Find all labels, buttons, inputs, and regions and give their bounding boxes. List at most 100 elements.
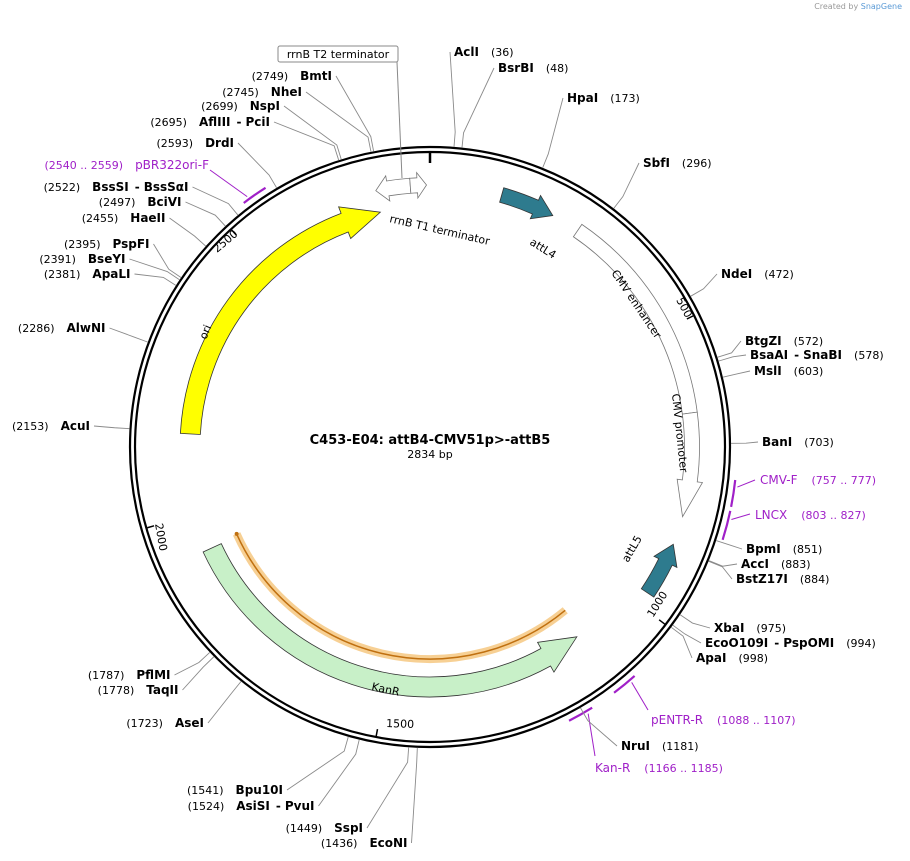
feature-attl5[interactable] [640,543,678,598]
enzyme-name: NheI [271,85,302,99]
primer-name: pBR322ori-F [135,158,209,172]
enzyme-site-taqii[interactable]: (1778) TaqII [98,656,215,697]
enzyme-name-2: PvuI [285,799,315,813]
enzyme-site-alwni[interactable]: (2286)AlwNI [18,321,149,343]
enzyme-site-acui[interactable]: (2153)AcuI [12,419,130,433]
enzyme-name: XbaI [714,621,744,635]
enzyme-site-sbfi[interactable]: SbfI(296) [613,156,712,209]
feature-cmv-promoter[interactable] [676,411,704,518]
enzyme-site-drdi[interactable]: (2593)DrdI [156,136,278,189]
enzyme-label: NruI(1181) [621,739,699,753]
enzyme-site-btgzi[interactable]: BtgZI(572) [717,334,823,358]
enzyme-name: EcoO109I [705,636,768,650]
tick-label: 2500 [211,227,241,255]
feature-rrnb-t2-terminator[interactable] [409,171,428,200]
enzyme-label: (1541)Bpu10I [187,783,283,797]
tick-mark [658,619,666,625]
enzyme-site-hpai[interactable]: HpaI(173) [542,91,640,169]
enzyme-leader [283,105,342,160]
enzyme-site-msli[interactable]: MslI(603) [722,364,823,378]
enzyme-site-acli[interactable]: AclI(36) [449,45,514,147]
enzyme-position: (173) [610,92,640,105]
enzyme-site-bani[interactable]: BanI(703) [730,435,834,449]
feature-cmv-enhancer[interactable] [572,223,698,415]
feature-ori[interactable] [179,206,382,435]
primer-name: LNCX [755,508,787,522]
enzyme-site-afliii[interactable]: (2695)AflIII-PciI [150,115,340,161]
enzyme-site-nhei[interactable]: (2745)NheI [222,85,372,152]
enzyme-position: (975) [756,622,786,635]
primer-label: LNCX(803 .. 827) [755,508,866,522]
enzyme-label: SbfI(296) [643,156,712,170]
enzyme-site-bpmi[interactable]: BpmI(851) [715,540,822,556]
enzyme-site-sspi[interactable]: (1449)SspI [286,747,410,835]
feature-kanr[interactable] [202,543,578,698]
primer-leader [731,513,751,520]
enzyme-site-econi[interactable]: (1436)EcoNI [321,747,418,850]
enzyme-site-nrui[interactable]: NruI(1181) [580,707,699,753]
enzyme-site-nspi[interactable]: (2699)NspI [201,99,342,160]
feature-label-ori: ori [197,323,215,341]
enzyme-leader [580,707,618,747]
primer-kan-r[interactable]: Kan-R(1166 .. 1185) [568,706,723,775]
enzyme-site-bsrbi[interactable]: BsrBI(48) [461,61,568,148]
enzyme-leader [153,243,182,279]
enzyme-leader [708,560,733,580]
primer-pentr-r[interactable]: pENTR-R(1088 .. 1107) [613,675,796,727]
primer-label: CMV-F(757 .. 777) [760,473,876,487]
enzyme-site-bsaai[interactable]: BsaAI-SnaBI(578) [718,348,884,362]
enzyme-site-bseyi[interactable]: (2391)BseYI [39,252,180,281]
enzyme-position: (998) [738,652,768,665]
enzyme-site-bmti[interactable]: (2749)BmtI [252,69,375,152]
primer-cmv-f[interactable]: CMV-F(757 .. 777) [730,473,876,508]
primer-mark [243,186,267,204]
primer-pbr322ori-f[interactable]: (2540 .. 2559)pBR322ori-F [45,158,267,204]
primer-leader [631,682,649,711]
feature-attl4[interactable] [499,187,554,220]
rrnb-t2-callout: rrnB T2 terminator [277,45,403,179]
primer-lncx[interactable]: LNCX(803 .. 827) [721,508,866,541]
callout-box [277,45,399,63]
enzyme-name: NruI [621,739,650,753]
enzyme-site-asisi[interactable]: (1524)AsiSI-PvuI [188,739,360,813]
enzyme-leader [449,51,456,147]
enzyme-name: BpmI [746,542,781,556]
enzyme-site-apai[interactable]: ApaI(998) [670,626,768,665]
enzyme-position: (1778) [98,684,135,697]
tick-mark [686,315,694,320]
enzyme-name: TaqII [146,683,178,697]
primer-leader [737,479,756,488]
enzyme-site-haeii[interactable]: (2455)HaeII [82,211,207,247]
enzyme-separator: - [237,115,242,129]
enzyme-site-xbai[interactable]: XbaI (975) [679,614,786,635]
feature-rrnb-t1-terminator[interactable] [375,174,412,202]
enzyme-leader [174,651,211,676]
enzyme-site-apali[interactable]: (2381)ApaLI [44,267,177,286]
enzyme-site-pspfi[interactable]: (2395)PspFI [64,237,182,279]
enzyme-site-bcivi[interactable]: (2497)BciVI [99,195,226,227]
enzyme-position: (2455) [82,212,119,225]
tick-label: 2000 [152,522,170,552]
enzyme-leader [286,736,349,791]
enzyme-label: BsaAI-SnaBI(578) [750,348,884,362]
enzyme-position: (472) [764,268,794,281]
enzyme-label: (1436)EcoNI [321,836,408,850]
enzyme-site-acci[interactable]: AccI(883) [708,557,811,571]
enzyme-site-bstz17i[interactable]: BstZ17I(884) [708,560,830,586]
enzyme-site-bpu10i[interactable]: (1541)Bpu10I [187,736,349,797]
kanr-orf-line [235,533,566,660]
feature-arrow [640,543,678,598]
enzyme-site-asei[interactable]: (1723)AseI [126,681,242,730]
enzyme-position: (1524) [188,800,225,813]
enzyme-leader [730,441,759,444]
enzyme-site-bsssi[interactable]: (2522)BssSI-BssSαI [44,180,239,216]
enzyme-label: BtgZI(572) [745,334,823,348]
enzyme-label: (2497)BciVI [99,195,182,209]
enzyme-site-ndei[interactable]: NdeI(472) [690,267,794,297]
enzyme-site-pflmi[interactable]: (1787)PflMI [88,651,211,682]
enzyme-position: (2497) [99,196,136,209]
enzyme-name-2: SnaBI [803,348,842,362]
enzyme-position: (703) [804,436,834,449]
enzyme-label: MslI(603) [754,364,823,378]
enzyme-site-ecoo109i[interactable]: EcoO109I-PspOMI(994) [672,624,876,650]
